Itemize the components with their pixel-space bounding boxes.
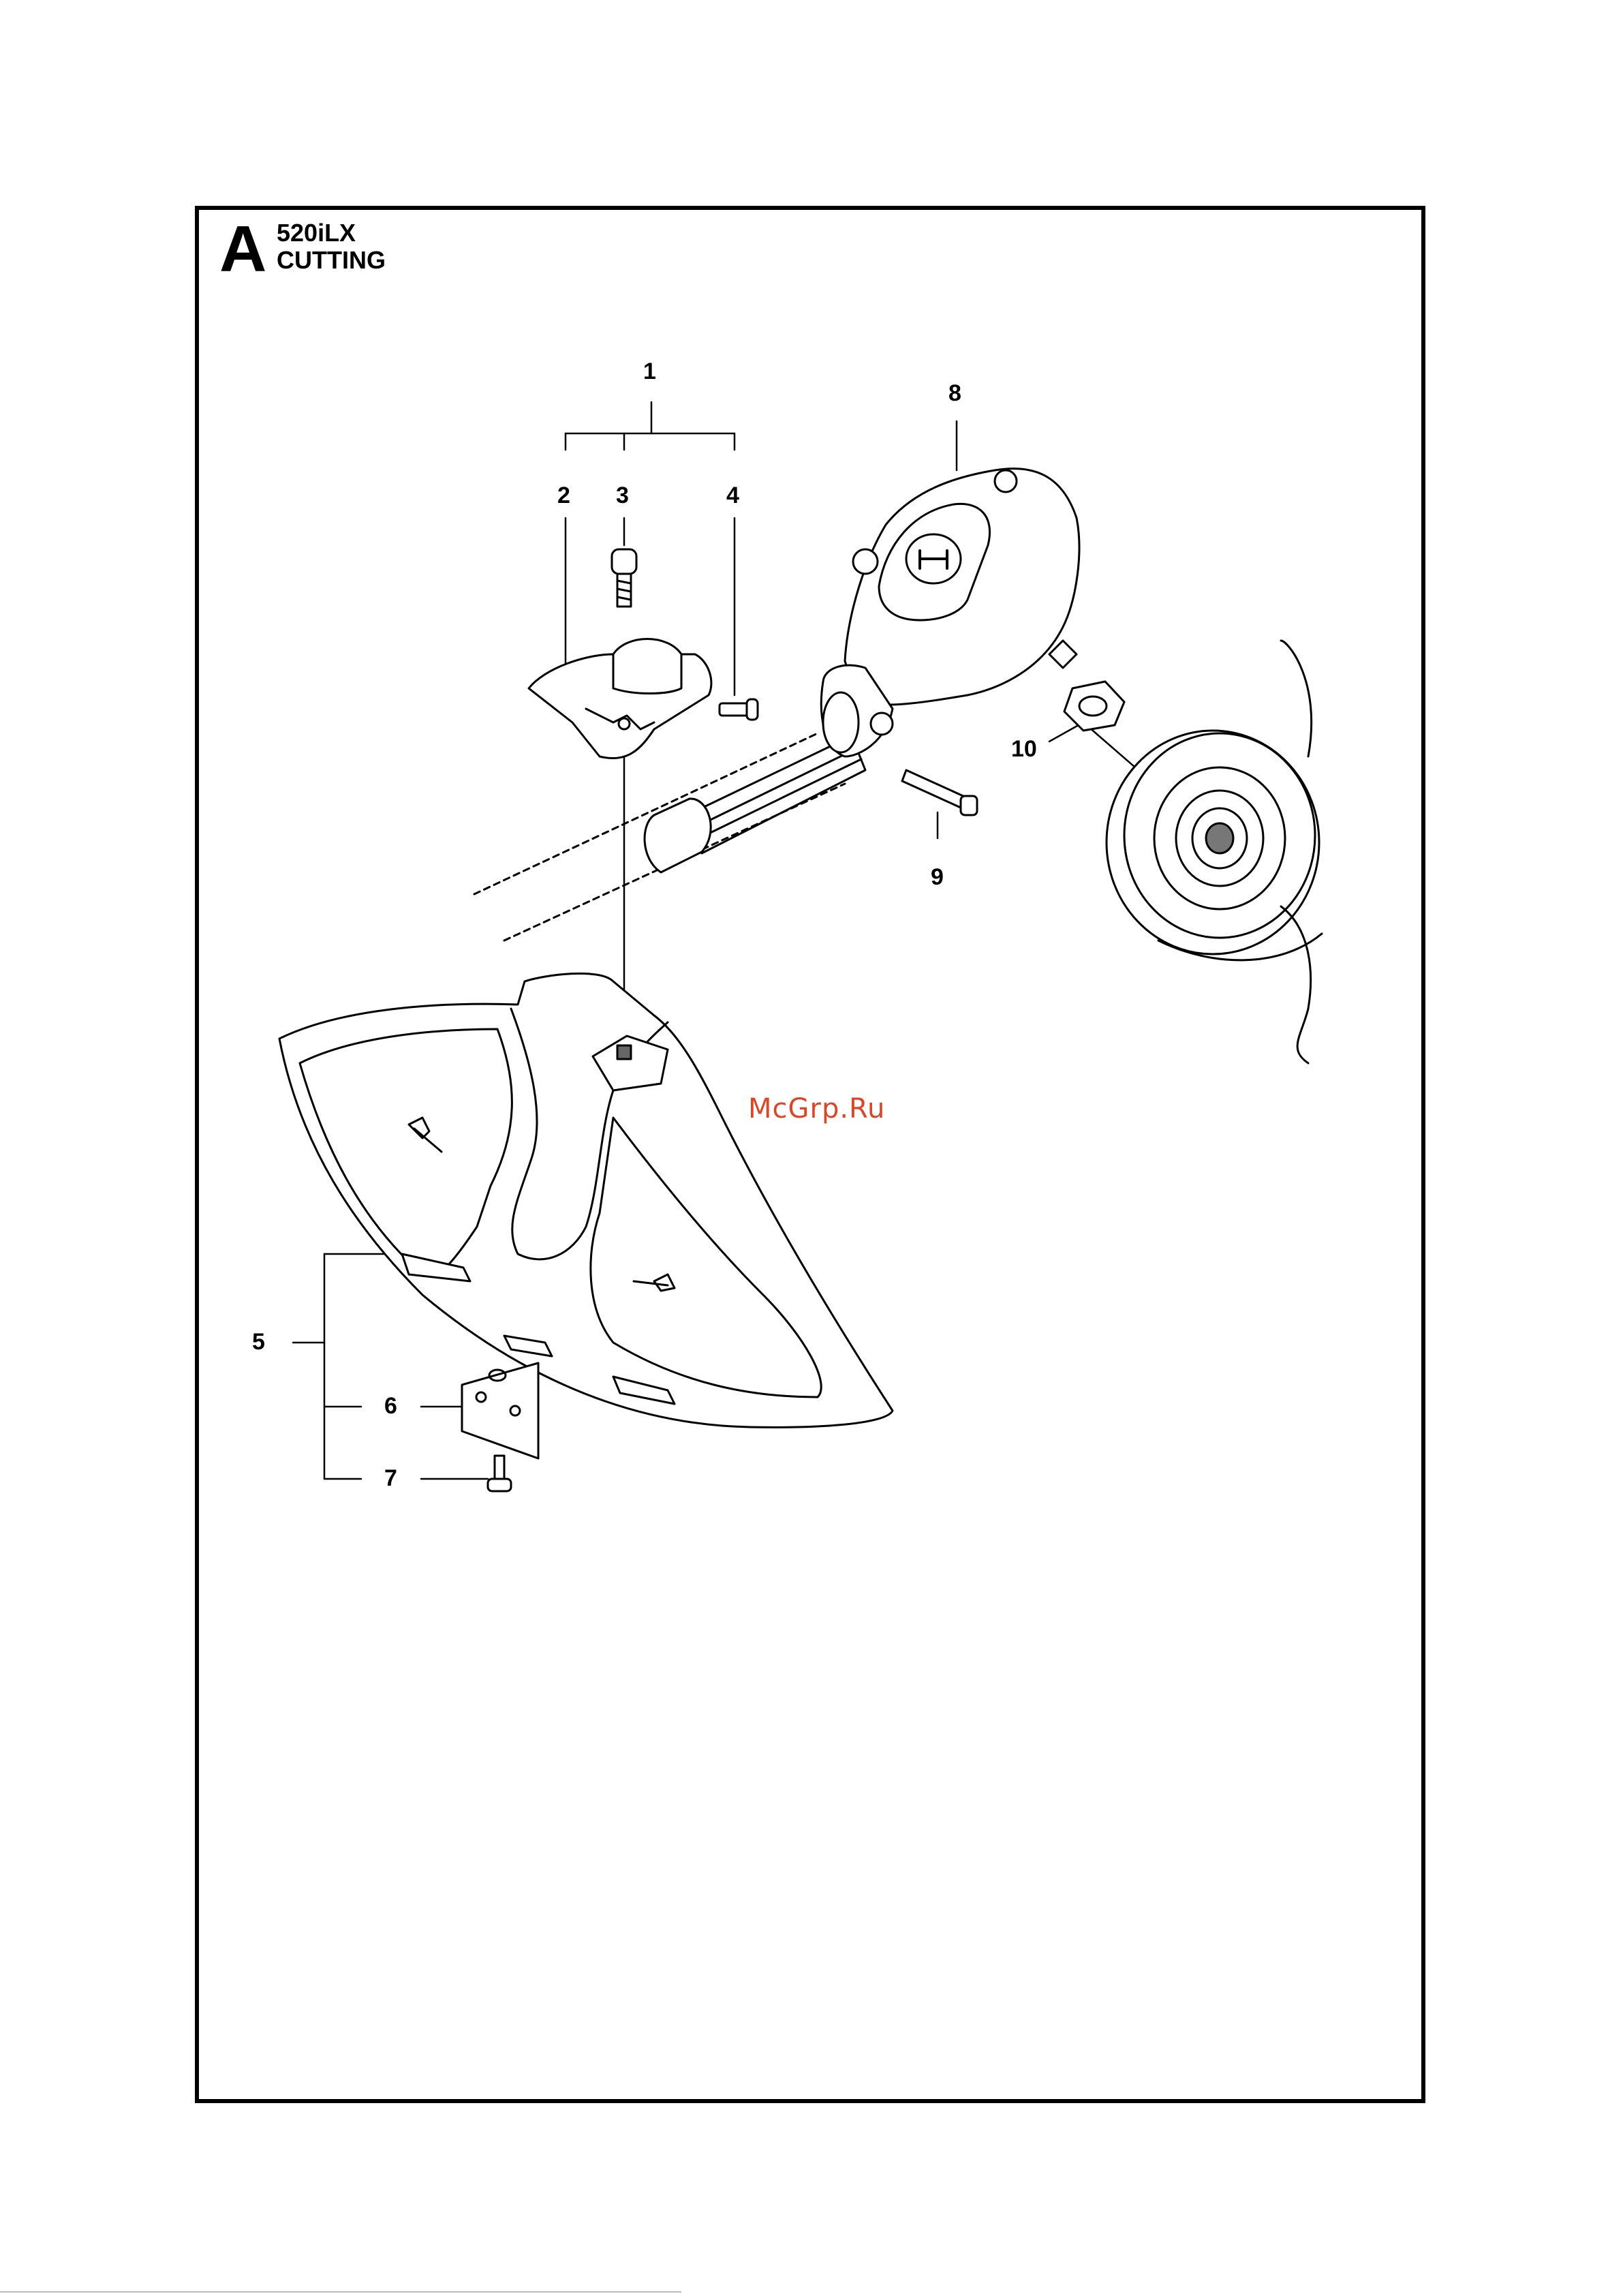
callout-10: 10	[1011, 737, 1037, 761]
callout-3: 3	[616, 484, 629, 507]
screw-icon	[720, 699, 758, 720]
callout-5: 5	[252, 1330, 265, 1353]
callout-7: 7	[384, 1467, 397, 1490]
shaft-clamp-icon	[529, 639, 711, 759]
trimmer-guard-icon	[279, 973, 893, 1427]
plate-icon	[462, 1363, 538, 1458]
watermark: McGrp.Ru	[748, 1093, 885, 1124]
callout-2: 2	[557, 484, 570, 507]
gear-head-icon	[821, 469, 1079, 756]
trimmer-head-icon	[1107, 641, 1322, 1063]
footer-line	[0, 2291, 681, 2293]
screw-icon	[612, 549, 636, 607]
nut-icon	[1064, 682, 1124, 731]
callout-4: 4	[726, 484, 739, 507]
callout-9: 9	[931, 866, 944, 889]
callout-6: 6	[384, 1394, 397, 1418]
callout-8: 8	[948, 382, 961, 405]
screw-icon	[902, 770, 977, 815]
screw-icon	[488, 1456, 511, 1491]
callout-1: 1	[643, 360, 656, 383]
